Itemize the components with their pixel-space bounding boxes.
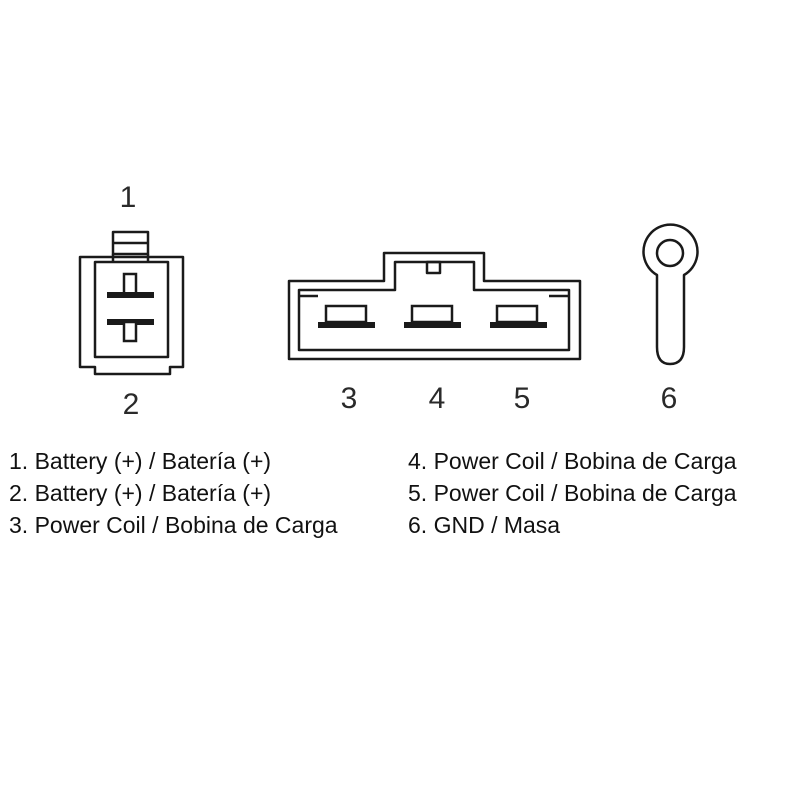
legend-item-2: 2. Battery (+) / Batería (+) xyxy=(9,480,272,506)
ring-terminal xyxy=(642,223,699,366)
two-pin-connector xyxy=(78,230,185,376)
legend-item-1: 1. Battery (+) / Batería (+) xyxy=(9,448,272,474)
legend-item-5: 5. Power Coil / Bobina de Carga xyxy=(408,480,737,506)
pin-4-terminal xyxy=(404,304,461,328)
legend-left-column: 1. Battery (+) / Batería (+) 2. Battery … xyxy=(9,445,338,541)
pin-number-1: 1 xyxy=(120,181,137,214)
legend-item-3: 3. Power Coil / Bobina de Carga xyxy=(9,512,338,538)
legend-right-column: 4. Power Coil / Bobina de Carga 5. Power… xyxy=(408,445,737,541)
legend-item-6: 6. GND / Masa xyxy=(408,512,561,538)
pin-2-terminal xyxy=(107,319,154,343)
pin-number-3: 3 xyxy=(341,382,358,415)
pin-number-5: 5 xyxy=(514,382,531,415)
pin-number-6: 6 xyxy=(661,382,678,415)
pin-3-terminal xyxy=(318,304,375,328)
legend-item-4: 4. Power Coil / Bobina de Carga xyxy=(408,448,737,474)
pin-number-4: 4 xyxy=(429,382,446,415)
pin-1-terminal xyxy=(107,272,154,298)
pin-5-terminal xyxy=(490,304,547,328)
pin-number-2: 2 xyxy=(123,388,140,421)
